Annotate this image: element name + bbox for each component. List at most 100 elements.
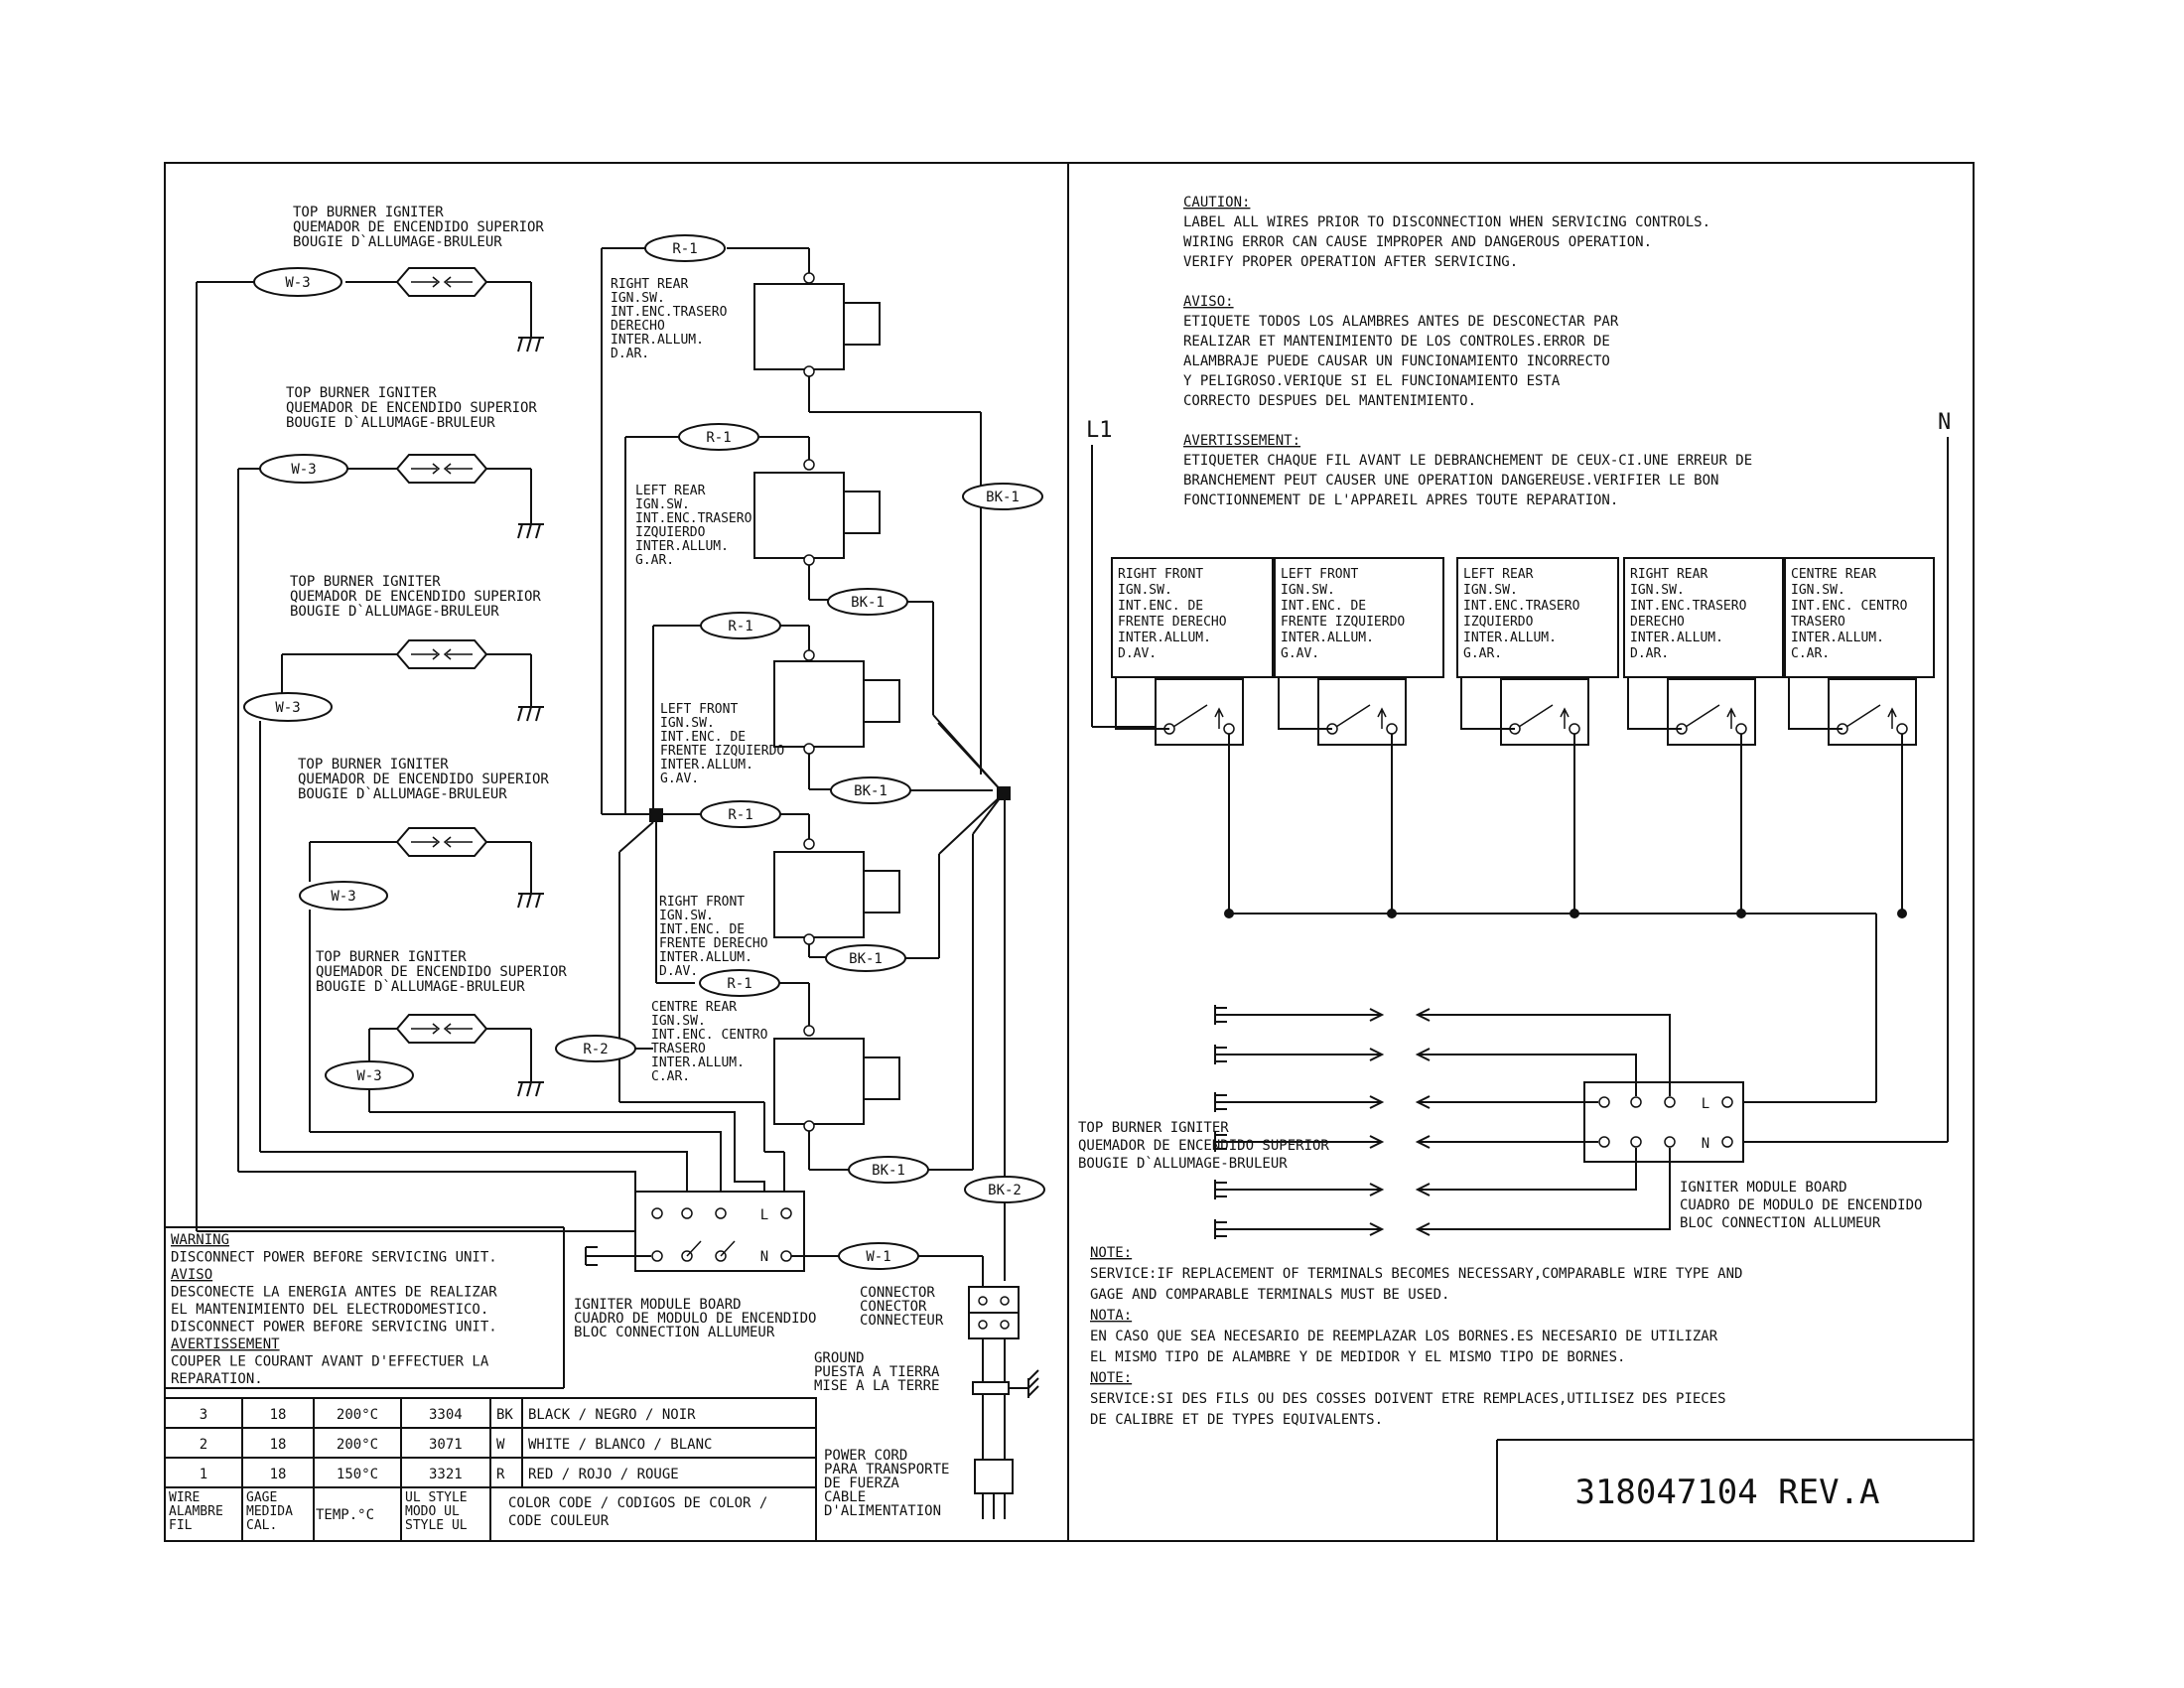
- table-cell-code: W: [496, 1437, 505, 1453]
- connector-power-cord: CONNECTOR CONECTOR CONNECTEUR GROUND PUE…: [814, 1285, 1039, 1519]
- svg-text:W-3: W-3: [285, 275, 310, 291]
- ground-icon: [1214, 1132, 1227, 1152]
- svg-text:INT.ENC.TRASERO: INT.ENC.TRASERO: [1630, 599, 1747, 614]
- svg-text:FONCTIONNEMENT DE L'APPAREIL A: FONCTIONNEMENT DE L'APPAREIL APRES TOUTE…: [1183, 492, 1618, 508]
- svg-text:IZQUIERDO: IZQUIERDO: [1463, 615, 1534, 630]
- svg-text:BK-2: BK-2: [988, 1183, 1022, 1198]
- svg-text:FRENTE DERECHO: FRENTE DERECHO: [659, 936, 768, 951]
- table-cell-color: WHITE / BLANCO / BLANC: [528, 1437, 712, 1453]
- svg-text:IGN.SW.: IGN.SW.: [635, 497, 690, 512]
- switch-right-front: RIGHT FRONT IGN.SW. INT.ENC. DE FRENTE D…: [618, 793, 1004, 1102]
- svg-text:CENTRE REAR: CENTRE REAR: [651, 1000, 737, 1015]
- svg-text:R-1: R-1: [728, 807, 752, 823]
- title-block: 318047104 REV.A: [1496, 1439, 1974, 1541]
- igniter-2-label-es: QUEMADOR DE ENCENDIDO SUPERIOR: [286, 400, 537, 416]
- igniter-4-symbol: [395, 827, 488, 857]
- svg-text:LEFT REAR: LEFT REAR: [635, 484, 706, 498]
- svg-text:INT.ENC. DE: INT.ENC. DE: [659, 922, 745, 937]
- igniter-1: TOP BURNER IGNITER QUEMADOR DE ENCENDIDO…: [196, 205, 544, 1231]
- svg-text:DERECHO: DERECHO: [1630, 615, 1685, 630]
- svg-text:R-1: R-1: [706, 430, 731, 446]
- table-cell-wire: 3: [200, 1407, 207, 1423]
- igniter-1-label-es: QUEMADOR DE ENCENDIDO SUPERIOR: [293, 219, 544, 235]
- svg-text:LEFT FRONT: LEFT FRONT: [660, 702, 738, 717]
- note-line: NOTA:: [1090, 1308, 1132, 1324]
- svg-text:C.AR.: C.AR.: [651, 1069, 690, 1084]
- svg-text:D.AV.: D.AV.: [659, 964, 698, 979]
- ground-icon: [1214, 1180, 1227, 1199]
- left-switches: RIGHT REAR IGN.SW. INT.ENC.TRASERO DEREC…: [555, 234, 1045, 1281]
- ground-icon: [517, 706, 544, 722]
- avertissement-title: AVERTISSEMENT:: [1183, 433, 1300, 449]
- note-line: NOTE:: [1090, 1245, 1132, 1261]
- svg-text:BK-1: BK-1: [849, 951, 883, 967]
- svg-text:ETIQUETE TODOS LOS ALAMBRES AN: ETIQUETE TODOS LOS ALAMBRES ANTES DE DES…: [1183, 314, 1619, 330]
- svg-text:W-3: W-3: [356, 1068, 381, 1084]
- igniter-4-gap-icon: [411, 836, 473, 848]
- svg-text:CORRECTO DESPUES DEL MANTENIMI: CORRECTO DESPUES DEL MANTENIMIENTO.: [1183, 393, 1476, 409]
- svg-text:INT.ENC. CENTRO: INT.ENC. CENTRO: [1791, 599, 1908, 614]
- svg-text:W-1: W-1: [866, 1249, 890, 1265]
- table-cell-wire: 1: [200, 1467, 207, 1482]
- svg-text:W-3: W-3: [275, 700, 300, 716]
- svg-text:FRENTE IZQUIERDO: FRENTE IZQUIERDO: [660, 744, 784, 759]
- table-cell-gage: 18: [270, 1407, 287, 1423]
- svg-text:INT.ENC. DE: INT.ENC. DE: [1281, 599, 1366, 614]
- svg-text:ALAMBRE: ALAMBRE: [169, 1504, 223, 1519]
- svg-text:ALAMBRAJE PUEDE CAUSAR UN FUNC: ALAMBRAJE PUEDE CAUSAR UN FUNCIONAMIENTO…: [1183, 353, 1610, 369]
- svg-text:N: N: [1702, 1136, 1709, 1152]
- svg-text:FRENTE IZQUIERDO: FRENTE IZQUIERDO: [1281, 615, 1405, 630]
- warning-line: AVERTISSEMENT: [171, 1336, 280, 1352]
- l1-label: L1: [1086, 418, 1113, 443]
- igniter-4: TOP BURNER IGNITER QUEMADOR DE ENCENDIDO…: [298, 757, 549, 1132]
- svg-text:BLOC CONNECTION ALLUMEUR: BLOC CONNECTION ALLUMEUR: [1680, 1215, 1881, 1231]
- svg-text:RIGHT FRONT: RIGHT FRONT: [659, 895, 745, 910]
- warning-line: REPARATION.: [171, 1371, 263, 1387]
- svg-text:ETIQUETER CHAQUE FIL AVANT LE: ETIQUETER CHAQUE FIL AVANT LE DEBRANCHEM…: [1183, 453, 1752, 469]
- svg-text:TEMP.°C: TEMP.°C: [316, 1507, 374, 1523]
- wire-label-w3: [299, 881, 388, 911]
- aviso-title: AVISO:: [1183, 294, 1234, 310]
- svg-text:G.AV.: G.AV.: [660, 772, 699, 786]
- svg-text:L: L: [760, 1207, 768, 1223]
- right-switch-2: LEFT REARIGN.SW.INT.ENC.TRASEROIZQUIERDO…: [1456, 557, 1619, 918]
- right-switch-3: RIGHT REARIGN.SW.INT.ENC.TRASERODERECHOI…: [1623, 557, 1784, 918]
- svg-text:INTER.ALLUM.: INTER.ALLUM.: [659, 950, 752, 965]
- svg-text:D'ALIMENTATION: D'ALIMENTATION: [824, 1503, 941, 1519]
- warning-line: EL MANTENIMIENTO DEL ELECTRODOMESTICO.: [171, 1302, 488, 1318]
- svg-text:IGN.SW.: IGN.SW.: [651, 1014, 706, 1029]
- svg-text:N: N: [760, 1249, 768, 1265]
- svg-text:RIGHT FRONT: RIGHT FRONT: [1118, 567, 1203, 582]
- ground-icon: [517, 523, 544, 539]
- svg-text:VERIFY PROPER OPERATION AFTER: VERIFY PROPER OPERATION AFTER SERVICING.: [1183, 254, 1518, 270]
- igniter-3-label-en: TOP BURNER IGNITER: [290, 574, 441, 590]
- module-board-left: L N IGNITER MODULE BOARD CUADRO DE MODUL…: [574, 1191, 984, 1340]
- svg-text:INT.ENC. CENTRO: INT.ENC. CENTRO: [651, 1028, 768, 1043]
- ground-icon: [585, 1246, 651, 1266]
- svg-text:INTER.ALLUM.: INTER.ALLUM.: [1118, 631, 1211, 645]
- svg-text:BRANCHEMENT PEUT CAUSER UNE OP: BRANCHEMENT PEUT CAUSER UNE OPERATION DA…: [1183, 473, 1718, 489]
- table-cell-code: BK: [496, 1407, 513, 1423]
- svg-text:INT.ENC.TRASERO: INT.ENC.TRASERO: [1463, 599, 1580, 614]
- svg-text:DERECHO: DERECHO: [611, 319, 665, 334]
- igniter-5-label-fr: BOUGIE D`ALLUMAGE-BRULEUR: [316, 979, 525, 995]
- svg-text:LEFT FRONT: LEFT FRONT: [1281, 567, 1358, 582]
- svg-text:D.AR.: D.AR.: [611, 347, 649, 361]
- svg-text:INT.ENC. DE: INT.ENC. DE: [660, 730, 746, 745]
- svg-text:GROUND: GROUND: [814, 1350, 865, 1366]
- svg-text:MODO UL: MODO UL: [405, 1504, 460, 1519]
- svg-text:G.AR.: G.AR.: [635, 553, 674, 568]
- table-cell-color: RED / ROJO / ROUGE: [528, 1467, 679, 1482]
- svg-text:CUADRO DE MODULO DE ENCENDIDO: CUADRO DE MODULO DE ENCENDIDO: [1680, 1197, 1922, 1213]
- ground-icon: [517, 1081, 544, 1097]
- switch-right-rear: RIGHT REAR IGN.SW. INT.ENC.TRASERO DEREC…: [601, 234, 982, 814]
- table-cell-temp: 200°C: [337, 1437, 378, 1453]
- module-board-right: [1583, 1081, 1744, 1163]
- n-label: N: [1938, 410, 1951, 435]
- svg-text:W-3: W-3: [291, 462, 316, 478]
- avertissement-block: AVERTISSEMENT: ETIQUETER CHAQUE FIL AVAN…: [1183, 433, 1752, 508]
